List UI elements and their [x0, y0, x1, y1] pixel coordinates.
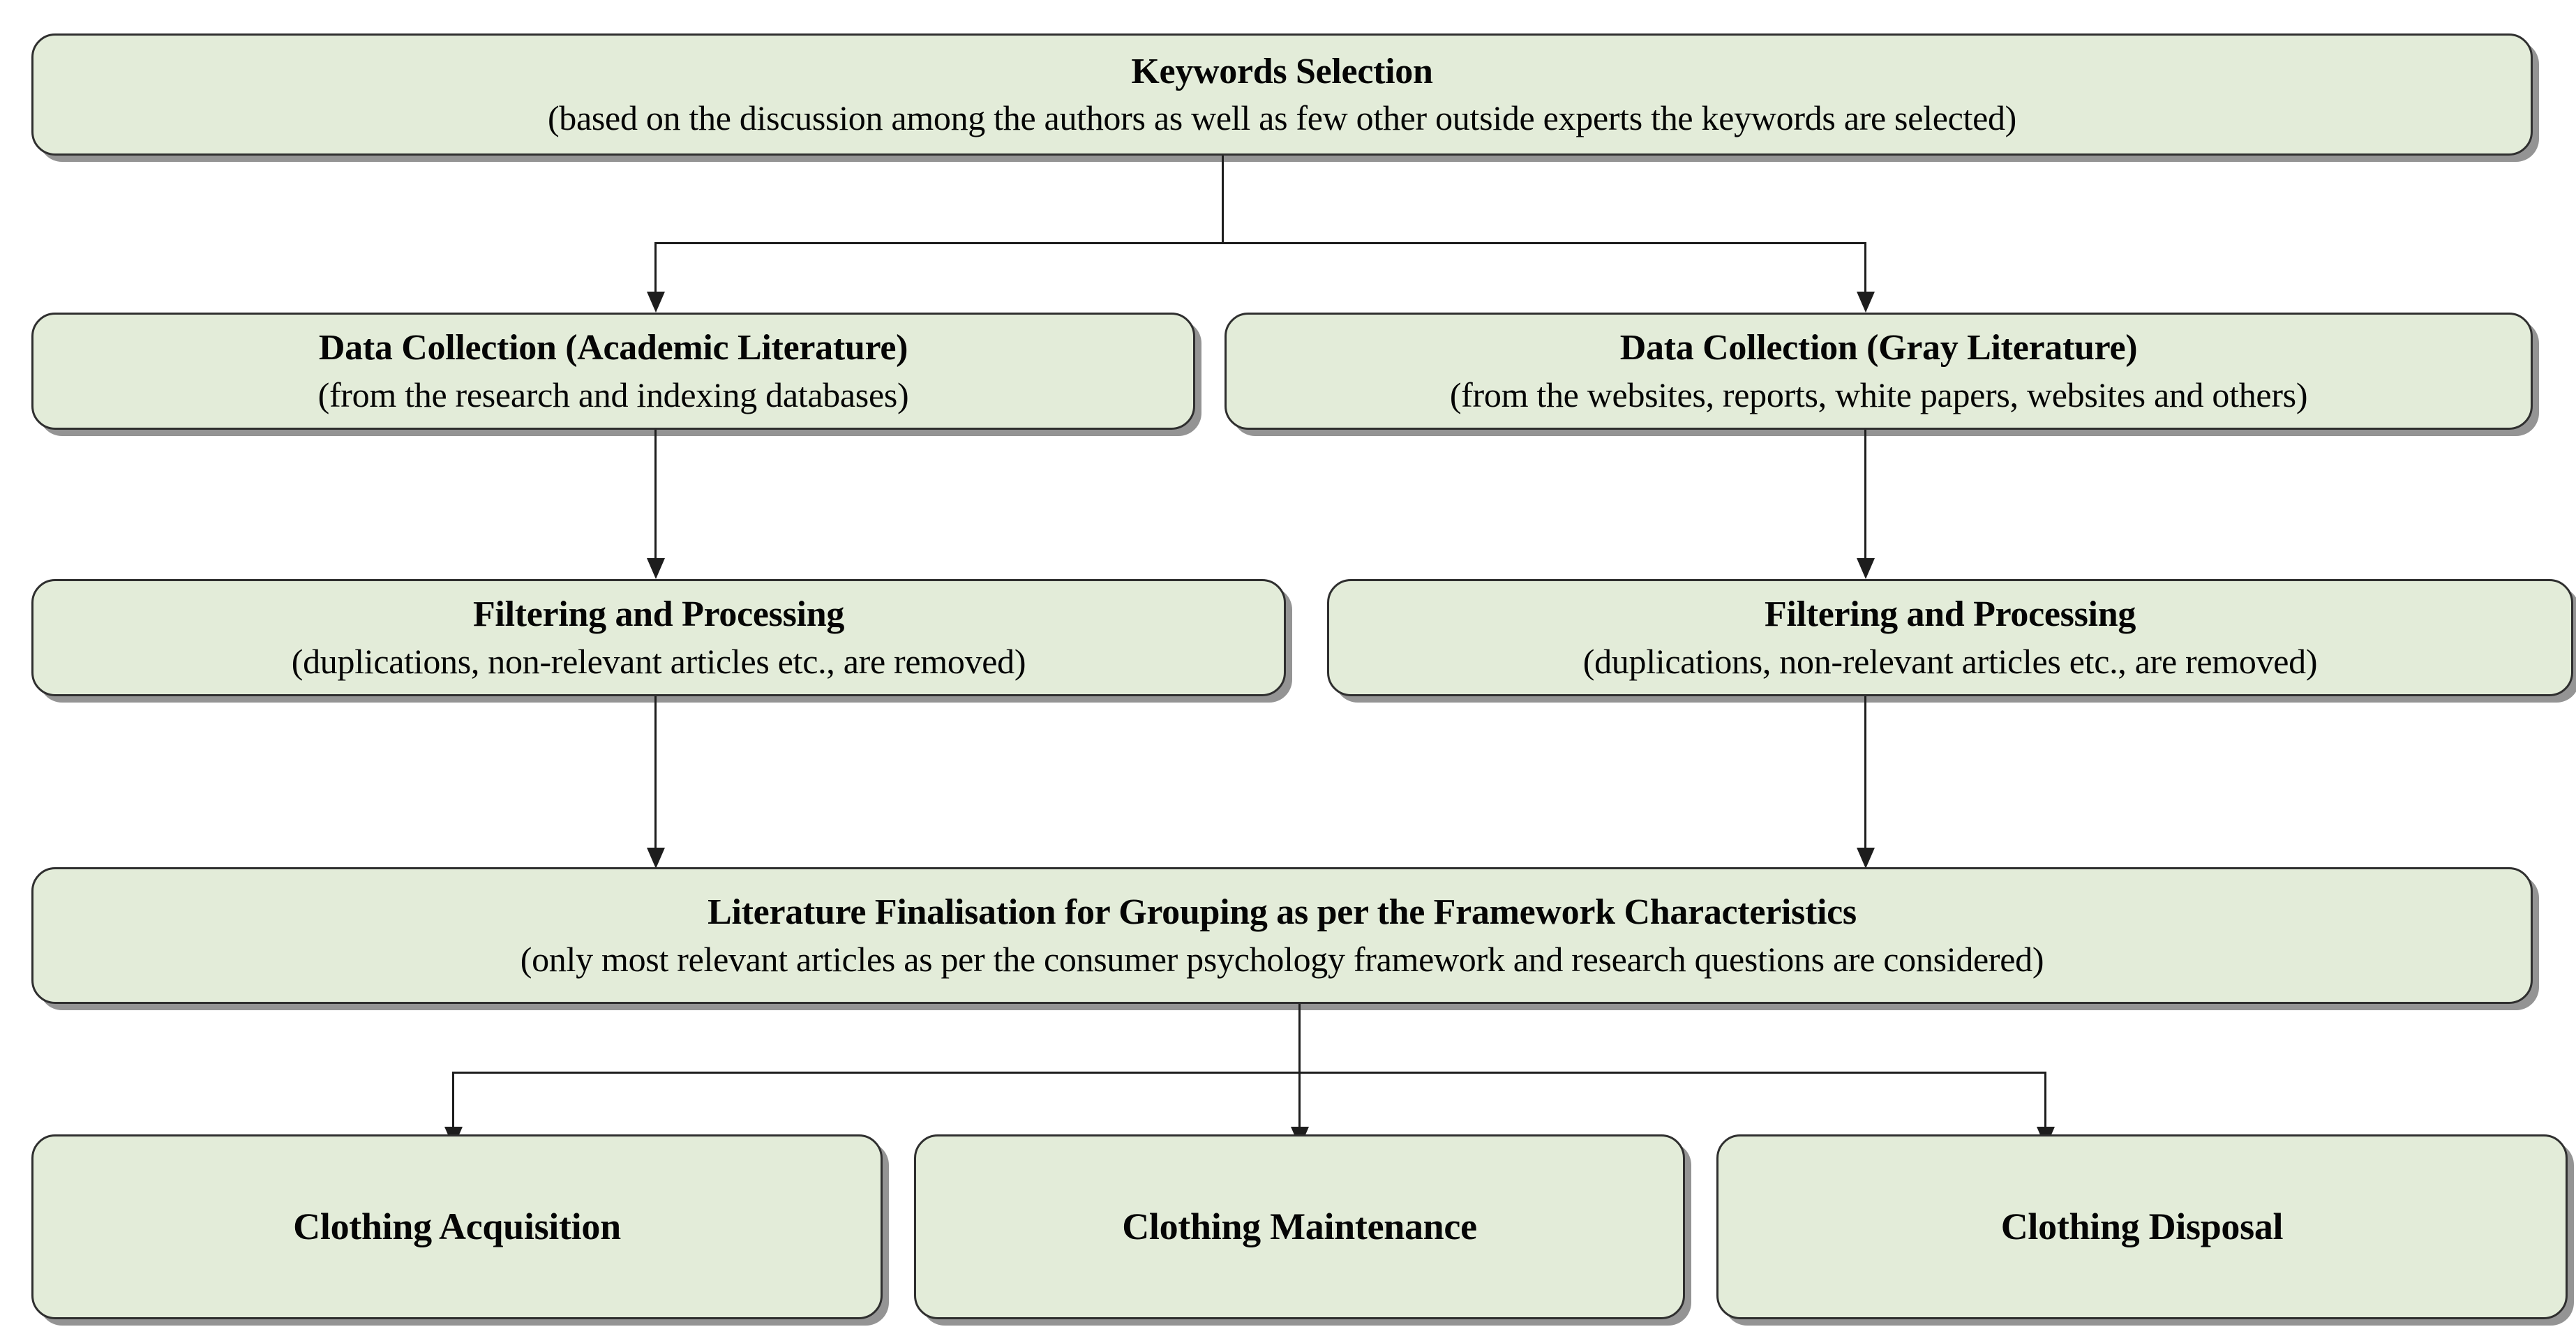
node-filtering-processing-gray[interactable]: Filtering and Processing (duplications, … [1327, 579, 2573, 696]
connector-keywords-bar [654, 242, 1866, 244]
node-title: Clothing Acquisition [293, 1205, 621, 1247]
arrowhead-filtering-gray-to-finalisation [1857, 848, 1875, 869]
connector-gray-to-filtering [1864, 430, 1866, 566]
node-subtitle: (from the research and indexing database… [317, 375, 909, 414]
node-subtitle: (from the websites, reports, white paper… [1449, 375, 2308, 414]
connector-academic-to-filtering [654, 430, 657, 566]
node-subtitle: (duplications, non-relevant articles etc… [291, 641, 1026, 681]
connector-filtering-gray-to-finalisation [1864, 696, 1866, 857]
node-title: Keywords Selection [1131, 51, 1433, 91]
node-subtitle: (based on the discussion among the autho… [547, 98, 2017, 138]
arrowhead-keywords-to-gray [1857, 292, 1875, 313]
node-subtitle: (only most relevant articles as per the … [520, 939, 2044, 979]
connector-finalisation-to-disposal [2044, 1072, 2046, 1134]
connector-keywords-stem [1222, 156, 1224, 243]
node-clothing-maintenance[interactable]: Clothing Maintenance [914, 1134, 1685, 1319]
node-title: Literature Finalisation for Grouping as … [707, 892, 1857, 933]
arrowhead-gray-to-filtering [1857, 558, 1875, 579]
node-title: Data Collection (Gray Literature) [1619, 328, 2138, 368]
node-title: Clothing Maintenance [1122, 1205, 1477, 1247]
arrowhead-filtering-academic-to-finalisation [647, 848, 665, 869]
node-data-collection-academic[interactable]: Data Collection (Academic Literature) (f… [31, 313, 1195, 430]
node-filtering-processing-academic[interactable]: Filtering and Processing (duplications, … [31, 579, 1286, 696]
node-literature-finalisation[interactable]: Literature Finalisation for Grouping as … [31, 867, 2533, 1004]
connector-finalisation-bar [452, 1072, 2046, 1074]
node-title: Clothing Disposal [2000, 1205, 2284, 1247]
node-keywords-selection[interactable]: Keywords Selection (based on the discuss… [31, 33, 2533, 156]
connector-filtering-academic-to-finalisation [654, 696, 657, 857]
arrowhead-keywords-to-academic [647, 292, 665, 313]
node-clothing-disposal[interactable]: Clothing Disposal [1716, 1134, 2568, 1319]
node-title: Filtering and Processing [472, 594, 845, 635]
connector-finalisation-to-maintenance [1298, 1072, 1301, 1134]
node-title: Data Collection (Academic Literature) [318, 328, 908, 368]
node-data-collection-gray[interactable]: Data Collection (Gray Literature) (from … [1225, 313, 2533, 430]
arrowhead-academic-to-filtering [647, 558, 665, 579]
node-subtitle: (duplications, non-relevant articles etc… [1582, 641, 2318, 681]
node-clothing-acquisition[interactable]: Clothing Acquisition [31, 1134, 883, 1319]
connector-finalisation-to-acquisition [452, 1072, 454, 1134]
node-title: Filtering and Processing [1764, 594, 2136, 635]
connector-finalisation-stem [1298, 1004, 1301, 1074]
connector-keywords-to-academic [654, 242, 657, 299]
connector-keywords-to-gray [1864, 242, 1866, 299]
